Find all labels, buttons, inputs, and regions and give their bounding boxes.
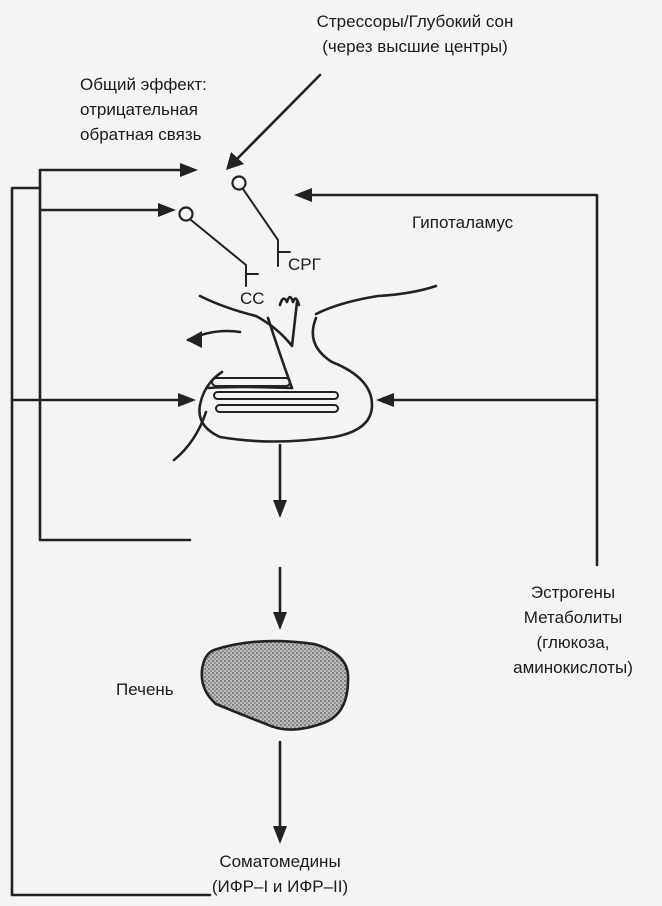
stressors-label: Стрессоры/Глубокий сон (через высшие цен… [270, 9, 560, 59]
somatomedin-feedback-loop [12, 188, 210, 895]
srg-neuron [233, 177, 291, 267]
gh-arrow [273, 445, 287, 518]
srg-label: СРГ [288, 252, 321, 277]
liver-to-somatomedins-arrow [273, 742, 287, 844]
hypothalamus-label: Гипоталамус [412, 210, 513, 235]
ss-label: СС [240, 286, 265, 311]
liver [202, 641, 348, 729]
gh-to-liver-arrow [273, 568, 287, 630]
negative-feedback-label: Общий эффект: отрицательная обратная свя… [80, 72, 207, 147]
stressors-arrow [226, 75, 320, 170]
somatomedins-label: Соматомедины (ИФР–I и ИФР–II) [170, 849, 390, 899]
estrogen-metabolite-line [294, 188, 597, 565]
pituitary [174, 286, 436, 460]
liver-label: Печень [116, 677, 174, 702]
gh-feedback-loop [40, 163, 198, 540]
ss-neuron [180, 208, 259, 287]
estrogens-metabolites-label: Эстрогены Метаболиты (глюкоза, аминокисл… [484, 580, 662, 680]
